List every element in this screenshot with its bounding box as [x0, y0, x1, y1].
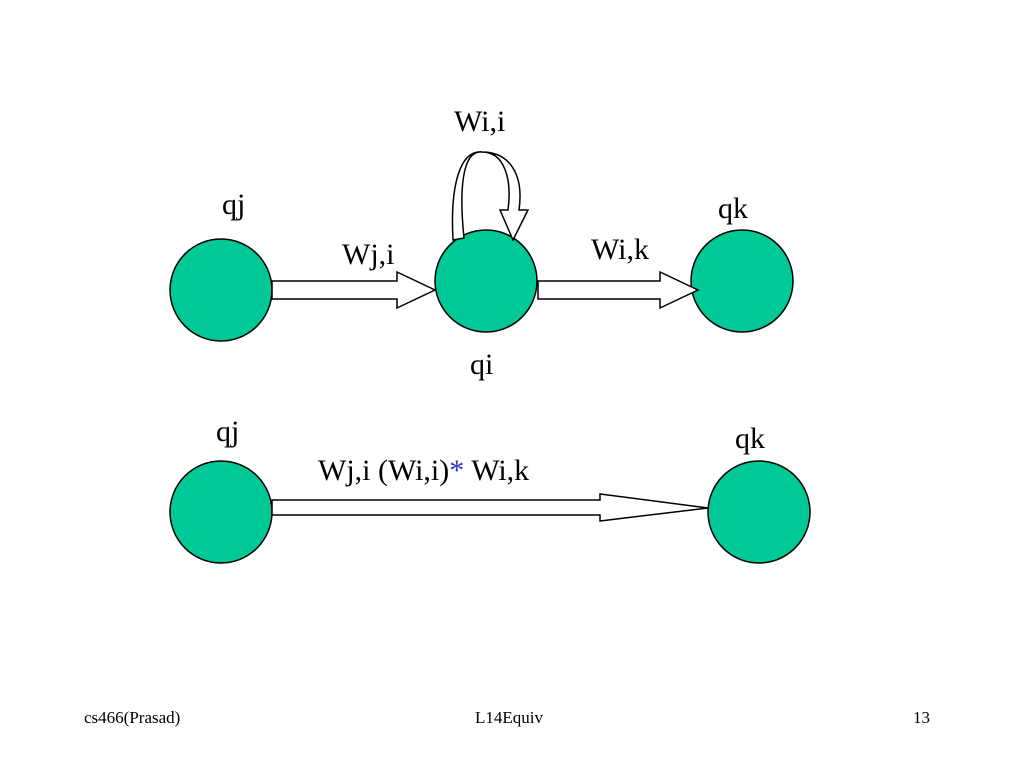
label-self-loop: Wi,i	[454, 105, 505, 138]
label-qk-top: qk	[718, 192, 748, 225]
arrow-qj-to-qk	[271, 493, 709, 522]
edge-suffix: Wi,k	[464, 454, 529, 487]
self-loop-arrow	[451, 151, 530, 242]
label-qj-bottom: qj	[216, 415, 239, 448]
label-qi: qi	[470, 348, 493, 381]
footer-center: L14Equiv	[475, 708, 543, 727]
kleene-star: *	[449, 454, 464, 487]
label-j-to-i: Wj,i	[342, 238, 395, 271]
arrow-qj-to-qi	[271, 270, 437, 310]
footer-page-number: 13	[913, 708, 930, 727]
node-qk-bottom	[707, 460, 811, 564]
label-combined-edge: Wj,i (Wi,i)* Wi,k	[318, 454, 529, 487]
node-qi	[434, 229, 538, 333]
edge-prefix: Wj,i (Wi,i)	[318, 454, 449, 487]
footer-left: cs466(Prasad)	[84, 708, 181, 727]
arrow-qi-to-qk	[537, 270, 700, 310]
node-qk-top	[690, 229, 794, 333]
label-qj-top: qj	[222, 188, 245, 221]
node-qj-bottom	[169, 460, 273, 564]
node-qj-top	[169, 238, 273, 342]
label-qk-bottom: qk	[735, 422, 765, 455]
label-i-to-k: Wi,k	[591, 233, 649, 266]
